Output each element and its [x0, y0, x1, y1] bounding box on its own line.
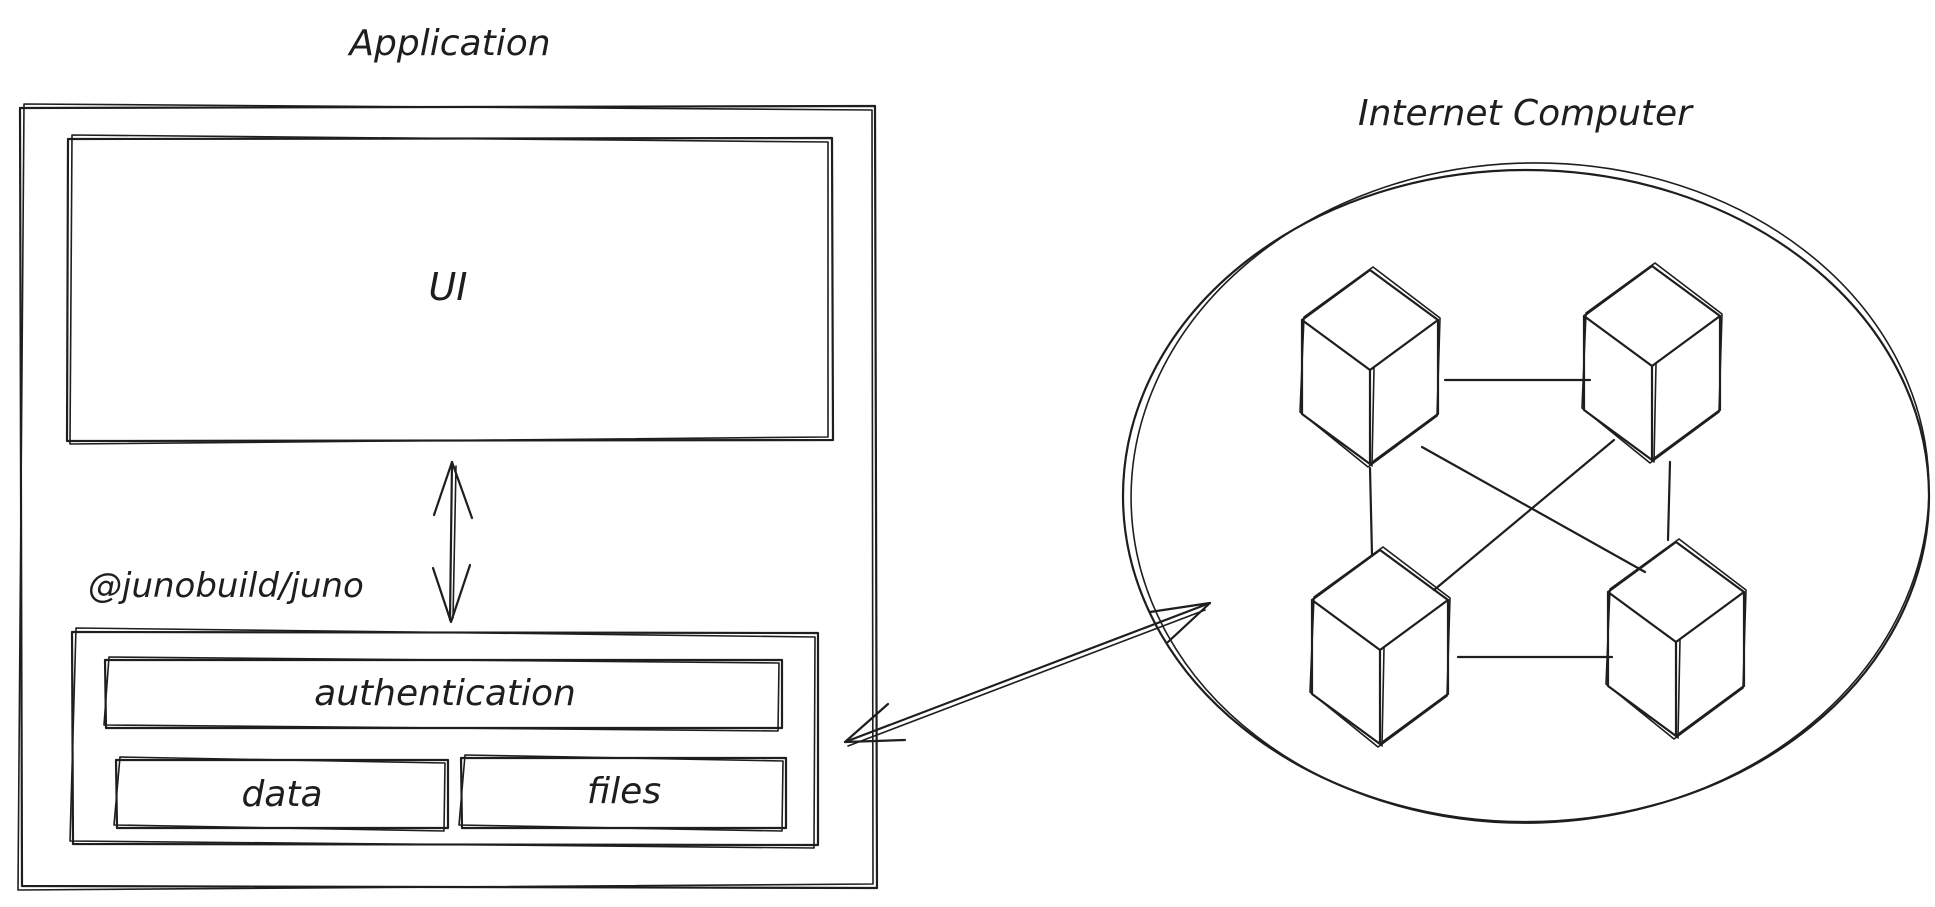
node-links: [1368, 378, 1672, 659]
authentication-box: [103, 656, 784, 732]
node-cube-icon: [1605, 538, 1747, 740]
internet-computer-circle: [1121, 162, 1931, 824]
network-title: Internet Computer: [1358, 93, 1694, 134]
ui-box: [65, 134, 835, 445]
node-cubes: [1299, 262, 1747, 748]
library-label: @junobuild/juno: [88, 566, 364, 606]
application-frame: [17, 103, 879, 891]
node-cube-icon: [1299, 266, 1441, 468]
library-box: [69, 627, 820, 849]
files-label: files: [587, 771, 661, 812]
node-cube-icon: [1581, 262, 1723, 464]
data-box: [113, 756, 450, 832]
ui-label: UI: [428, 265, 467, 309]
application-title: Application: [347, 23, 550, 64]
files-box: [458, 754, 788, 832]
node-cube-icon: [1309, 546, 1451, 748]
data-label: data: [241, 774, 322, 815]
network-library-arrow: [843, 601, 1212, 747]
ui-library-arrow: [431, 460, 474, 624]
authentication-label: authentication: [314, 673, 576, 714]
